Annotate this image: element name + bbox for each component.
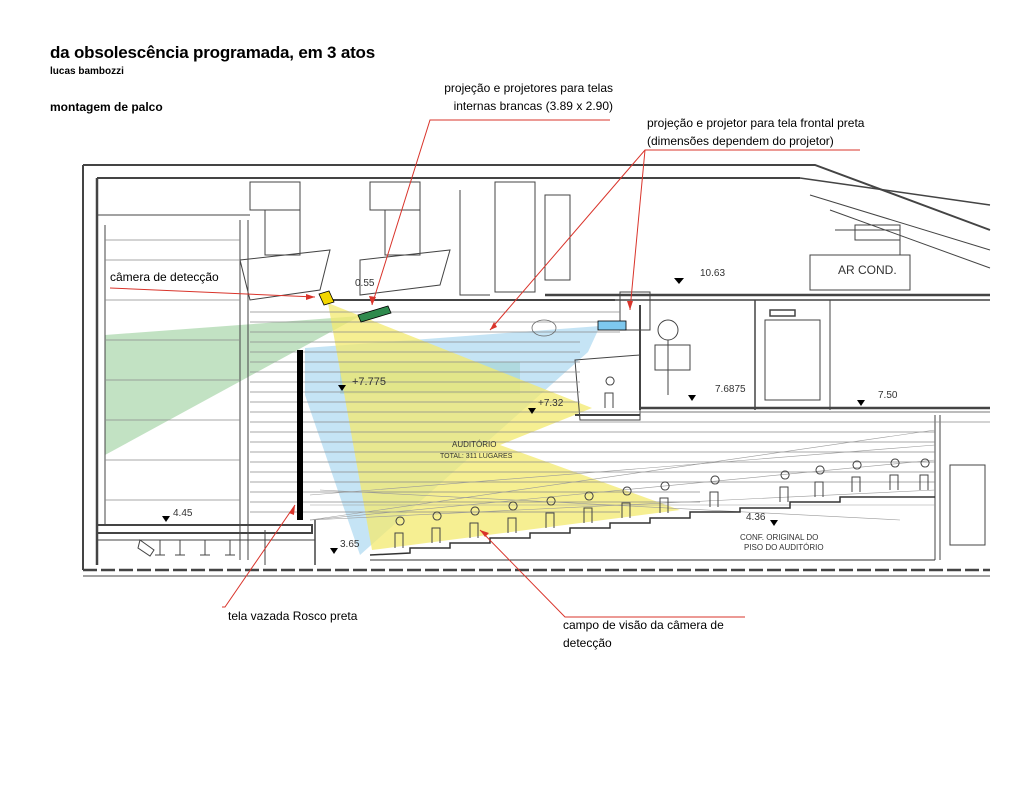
level-0-55: 0.55 [355,278,375,289]
level-7-775: +7.775 [352,376,386,388]
annotation-leaders [109,119,860,618]
ar-cond-label: AR COND. [838,263,897,277]
annotation-projectors-internal: projeção e projetores para telas interna… [395,79,613,115]
section-subtitle: montagem de palco [50,100,163,114]
level-7-6875: 7.6875 [715,384,746,395]
author-name: lucas bambozzi [50,66,124,77]
level-7-32: +7.32 [538,398,564,409]
annotation-screen: tela vazada Rosco preta [228,609,358,623]
auditorio-label: AUDITÓRIO [452,440,496,449]
annotation-projectors-line1: projeção e projetores para telas [444,81,613,95]
level-3-65: 3.65 [340,539,360,550]
annotation-field-of-view: campo de visão da câmera de detecção [563,616,724,652]
projector-icon [357,305,392,323]
seats [394,376,930,548]
camera-icon [318,290,335,306]
annotation-camera: câmera de detecção [110,270,219,284]
page-title: da obsolescência programada, em 3 atos [50,43,375,62]
floor-note-line1: CONF. ORIGINAL DO [740,533,818,542]
level-7-50: 7.50 [878,390,898,401]
black-screen [297,350,303,520]
level-10-63: 10.63 [700,268,725,279]
level-4-45: 4.45 [173,508,193,519]
hatching [105,239,990,513]
annotation-front-line2: (dimensões dependem do projetor) [647,134,834,148]
annotation-fov-line1: campo de visão da câmera de [563,618,724,632]
floor-note-line2: PISO DO AUDITÓRIO [744,543,824,552]
annotation-projector-front: projeção e projetor para tela frontal pr… [647,114,864,150]
yellow-camera-field [328,303,680,550]
front-projector-icon [597,320,627,331]
stage-lamps [137,539,235,557]
auditorio-total-label: TOTAL: 311 LUGARES [440,453,513,460]
annotation-front-line1: projeção e projetor para tela frontal pr… [647,116,865,130]
annotation-projectors-line2: internas brancas (3.89 x 2.90) [453,99,613,113]
annotation-fov-line2: detecção [563,636,612,650]
auditorium-steps [369,496,935,556]
level-4-36: 4.36 [746,512,766,523]
